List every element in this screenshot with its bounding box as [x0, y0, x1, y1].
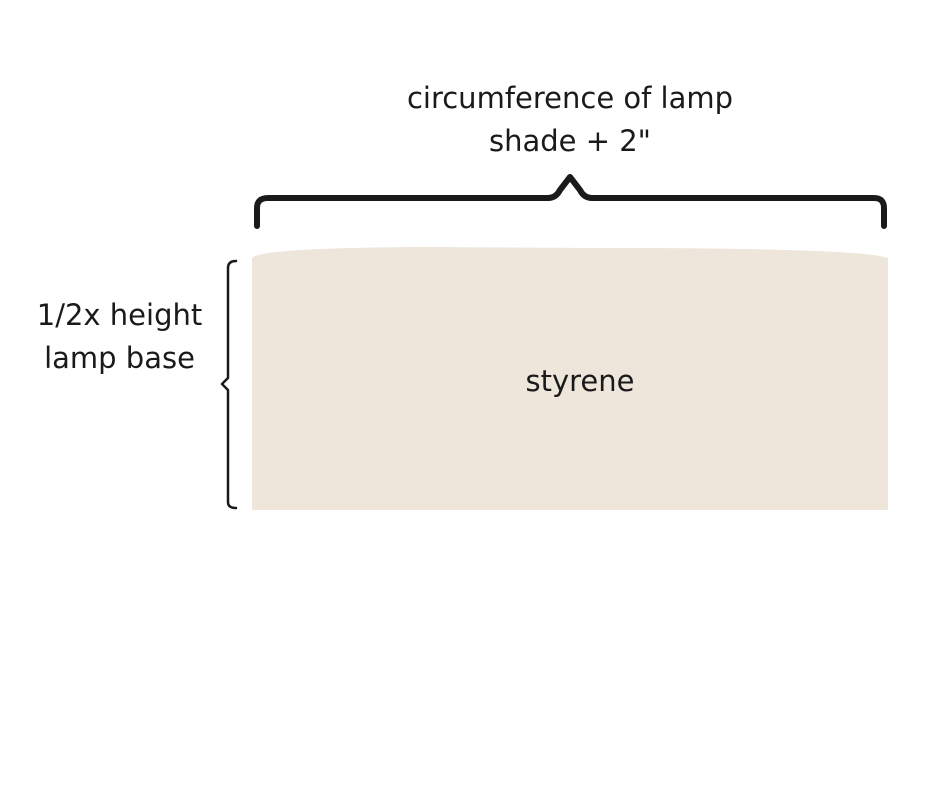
height-label-line2: lamp base: [44, 341, 195, 375]
width-label: circumference of lamp shade + 2": [370, 77, 770, 163]
material-label: styrene: [525, 364, 635, 398]
height-label-line1: 1/2x height: [36, 298, 203, 332]
height-label: 1/2x height lamp base: [22, 294, 217, 380]
width-brace: [254, 174, 887, 229]
height-bracket: [220, 259, 238, 510]
width-label-line2: shade + 2": [488, 124, 652, 158]
width-label-line1: circumference of lamp: [406, 81, 734, 115]
styrene-panel: [252, 247, 888, 510]
